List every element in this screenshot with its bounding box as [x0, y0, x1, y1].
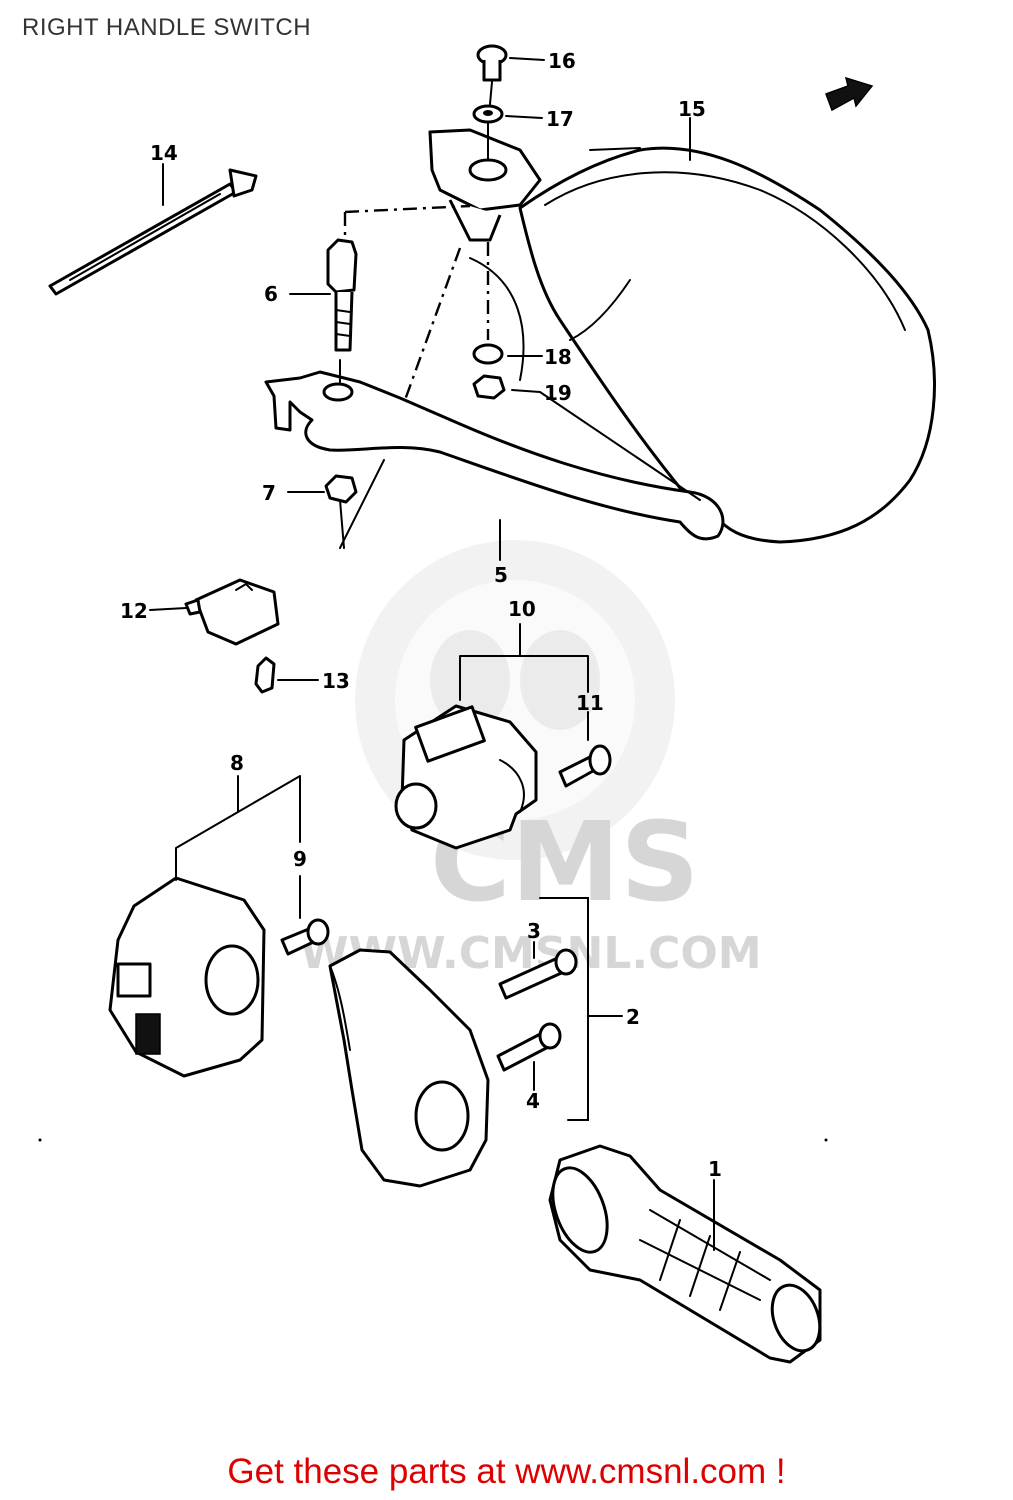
- callout-19: 19: [544, 381, 572, 405]
- diagram-title: RIGHT HANDLE SWITCH: [22, 14, 312, 41]
- callout-17: 17: [546, 107, 574, 131]
- part-3-screw: [498, 948, 578, 1000]
- part-14-cable-tie: [48, 168, 258, 296]
- part-15-hand-guard: [518, 146, 936, 544]
- callout-2: 2: [626, 1005, 640, 1029]
- parts-link-footer[interactable]: Get these parts at www.cmsnl.com !: [227, 1452, 786, 1491]
- callout-6: 6: [264, 282, 278, 306]
- callout-14: 14: [150, 141, 178, 165]
- part-5-brake-lever: [264, 370, 725, 541]
- callout-8: 8: [230, 751, 244, 775]
- part-8-switch-housing-lower: [108, 876, 266, 1078]
- callout-12: 12: [120, 599, 148, 623]
- part-17-washer: [472, 104, 504, 124]
- part-7-nut: [324, 474, 358, 504]
- part-13-screw: [254, 656, 276, 694]
- callout-5: 5: [494, 563, 508, 587]
- part-9-screw: [280, 918, 330, 956]
- callout-13: 13: [322, 669, 350, 693]
- part-11-screw: [558, 744, 612, 788]
- front-arrow-icon: [825, 76, 874, 112]
- part-16-screw: [476, 44, 508, 82]
- part-4-screw: [496, 1022, 562, 1072]
- callout-18: 18: [544, 345, 572, 369]
- callout-16: 16: [548, 49, 576, 73]
- part-1-grip: [548, 1144, 822, 1364]
- leader-lines: [149, 57, 715, 1251]
- callout-7: 7: [262, 481, 276, 505]
- part-10-switch-housing-upper: [394, 704, 538, 850]
- callout-3: 3: [527, 919, 541, 943]
- callout-9: 9: [293, 847, 307, 871]
- guard-clamp: [428, 128, 542, 242]
- callout-15: 15: [678, 97, 706, 121]
- part-12-brake-switch: [184, 578, 280, 646]
- callout-1: 1: [708, 1157, 722, 1181]
- part-6-stud: [326, 238, 358, 352]
- callout-numbers: 16 17 15 14 6 18 19 7 5 12 10 13 11 8 9 …: [120, 49, 722, 1181]
- callout-4: 4: [526, 1089, 540, 1113]
- callout-10: 10: [508, 597, 536, 621]
- part-18-washer: [472, 343, 504, 365]
- part-19-nut: [472, 374, 506, 400]
- callout-11: 11: [576, 691, 604, 715]
- part-2-throttle-housing: [328, 948, 490, 1188]
